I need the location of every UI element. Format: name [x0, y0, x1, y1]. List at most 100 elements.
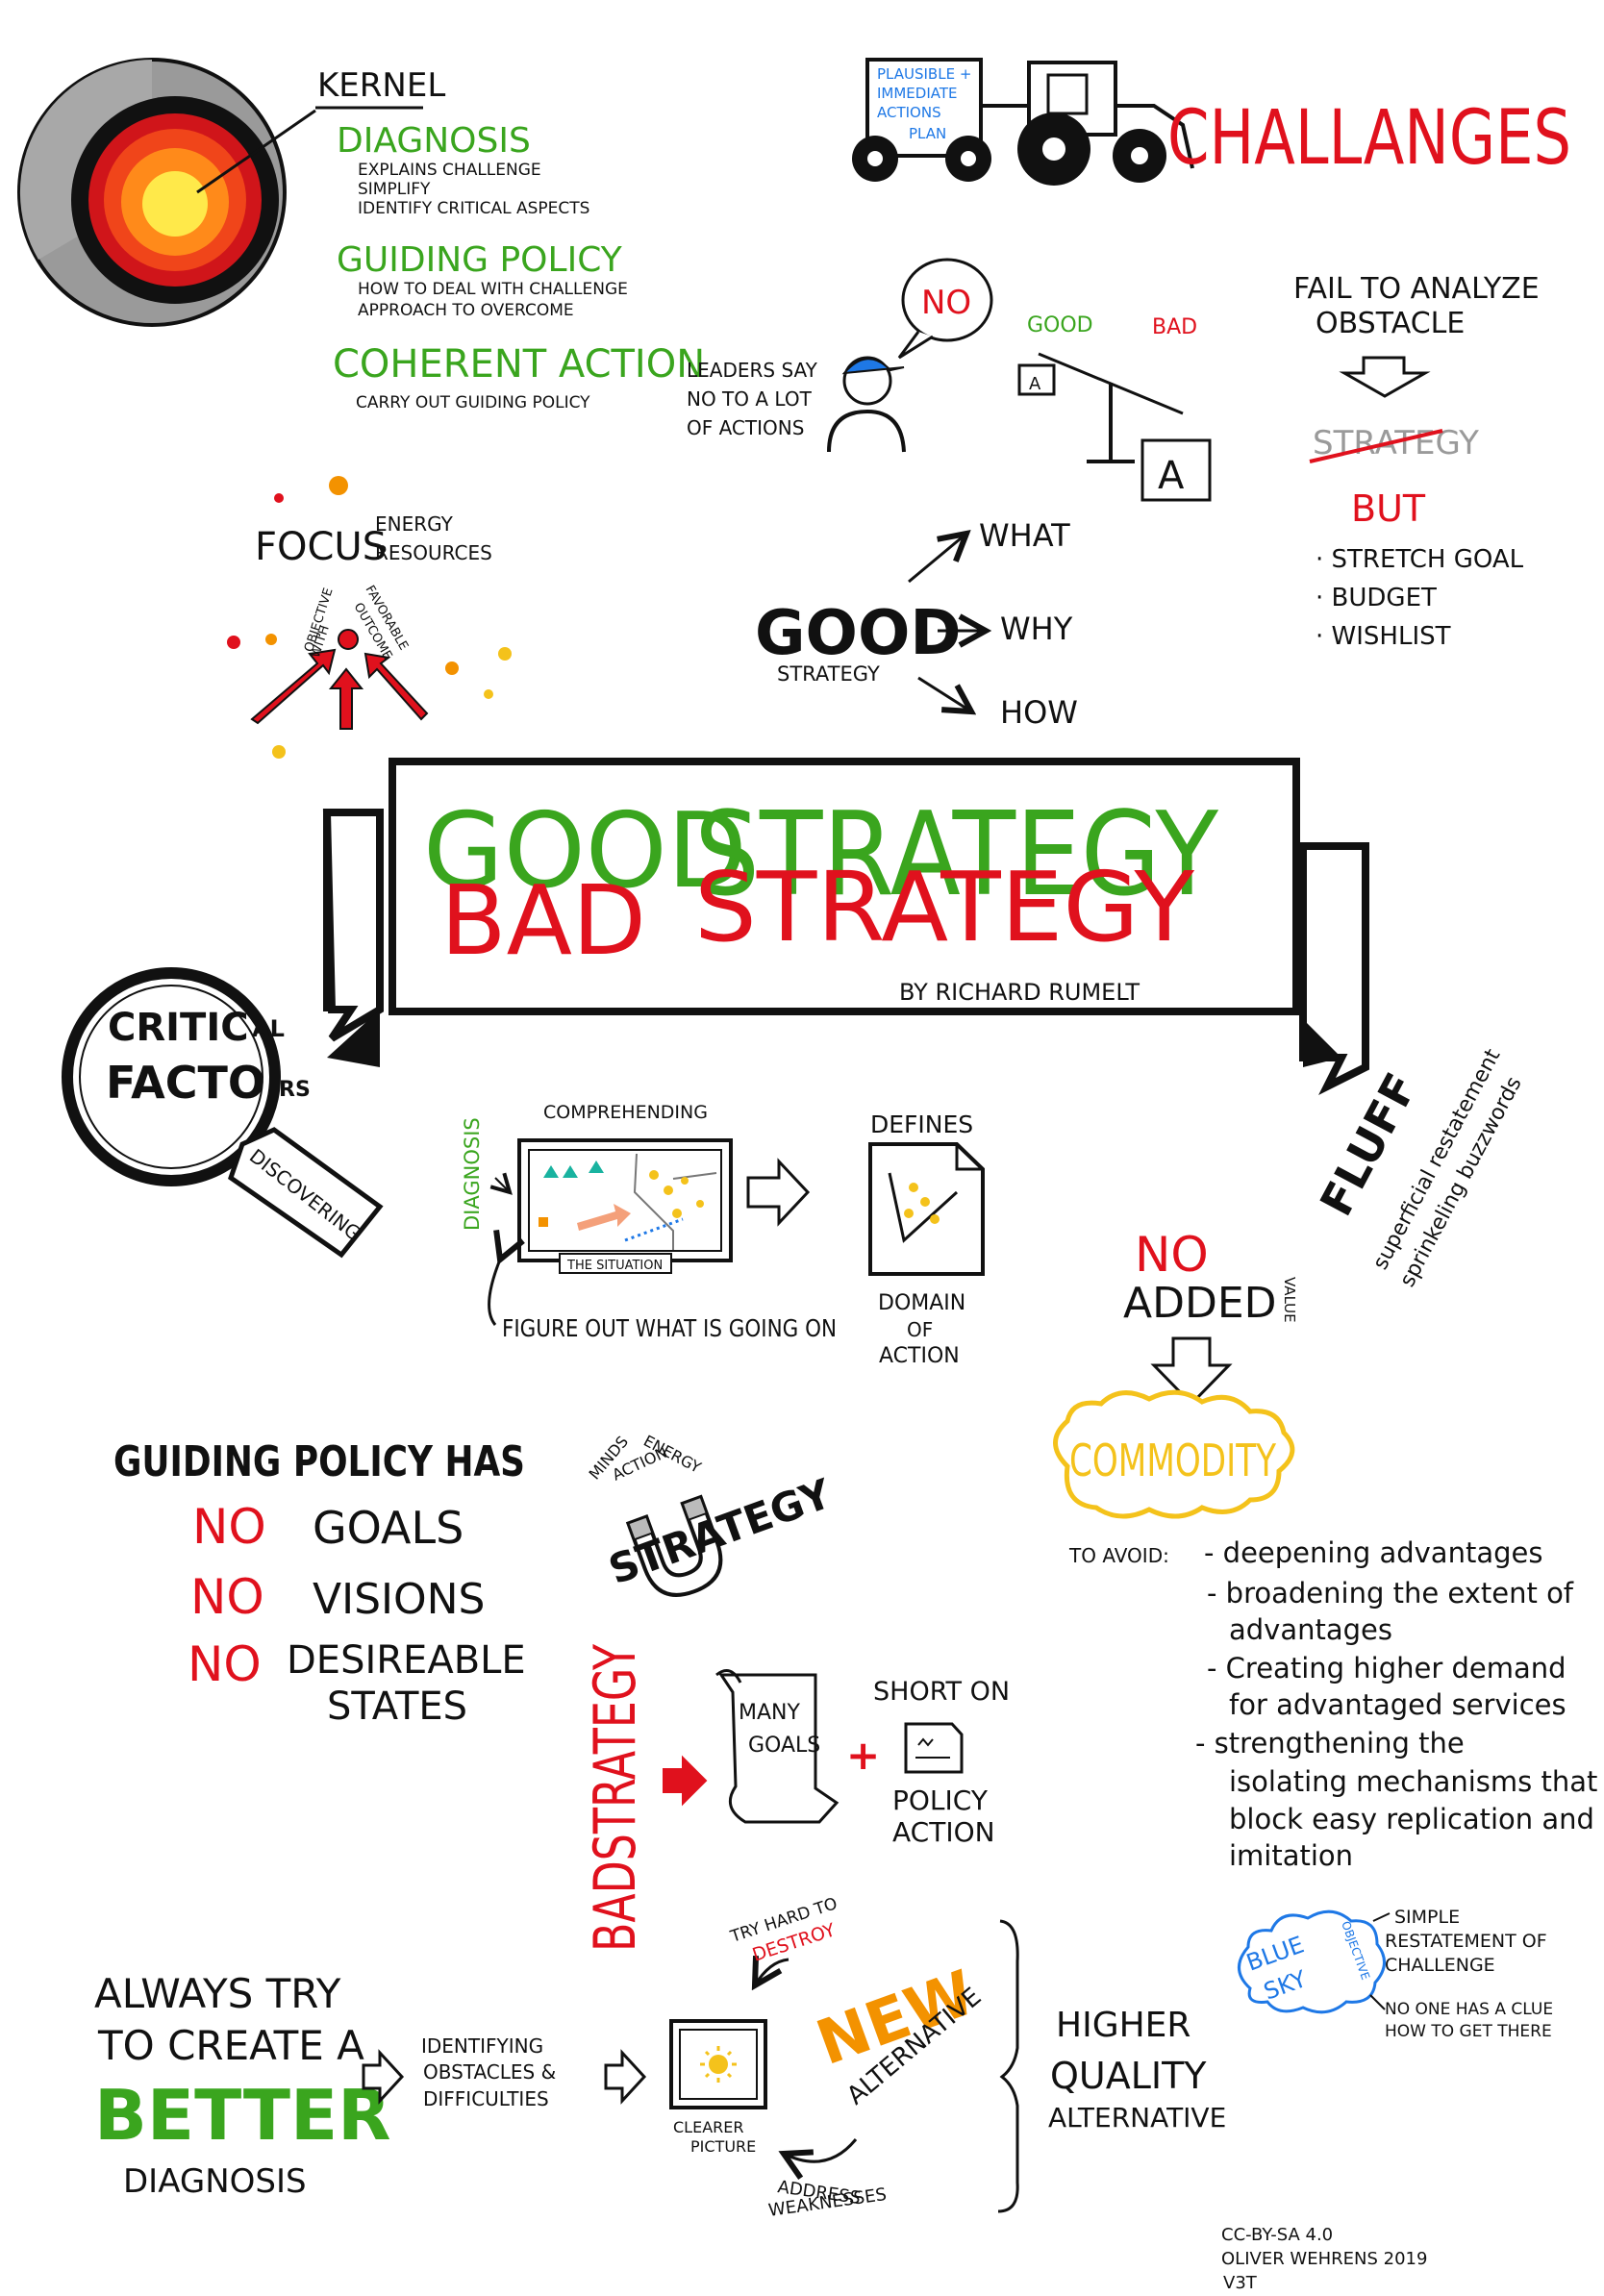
- avoid-item-3: advantages: [1229, 1613, 1392, 1646]
- kernel-title: KERNEL: [317, 66, 445, 105]
- avoid-item-7: isolating mechanisms that: [1229, 1765, 1597, 1798]
- higher-line: HIGHER: [1056, 2006, 1190, 2045]
- fail-line-1: FAIL TO ANALYZE: [1293, 272, 1540, 306]
- comprehending-label: COMPREHENDING: [543, 1102, 708, 1123]
- blue-sky-e: HOW TO GET THERE: [1385, 2022, 1552, 2041]
- action-label: ACTION: [892, 1816, 995, 1848]
- no-added-no: NO: [1135, 1227, 1209, 1283]
- desireable-text: DESIREABLE: [287, 1638, 526, 1683]
- right-arrow-icon: [604, 2049, 647, 2105]
- blue-sky-b: RESTATEMENT OF: [1385, 1931, 1547, 1952]
- down-arrow-icon: [1150, 1336, 1233, 1407]
- situation-label: THE SITUATION: [566, 1259, 663, 1273]
- identify-line-1: IDENTIFYING: [421, 2034, 543, 2058]
- avoid-item-4: - Creating higher demand: [1207, 1652, 1566, 1685]
- coherent-action-line-1: CARRY OUT GUIDING POLICY: [356, 393, 590, 412]
- avoid-item-8: block easy replication and: [1229, 1803, 1594, 1835]
- domain-document-icon: [868, 1142, 985, 1276]
- focus-energy: ENERGY: [375, 512, 454, 536]
- fail-line-2: OBSTACLE: [1316, 307, 1465, 340]
- leaders-line-2: NO TO A LOT: [687, 387, 813, 411]
- commodity-cloud-icon: [1053, 1389, 1295, 1519]
- domain-line-3: ACTION: [879, 1344, 960, 1368]
- scale-good-label: GOOD: [1027, 313, 1093, 337]
- blue-sky-c: CHALLENGE: [1385, 1955, 1495, 1976]
- scroll-goals: GOALS: [748, 1734, 820, 1758]
- fail-item-1: · STRETCH GOAL: [1316, 545, 1524, 574]
- truck-line-3: ACTIONS: [877, 104, 941, 121]
- domain-line-1: DOMAIN: [878, 1291, 965, 1315]
- guiding-policy-heading: GUIDING POLICY: [337, 240, 623, 280]
- no-added-value: VALUE: [1281, 1277, 1298, 1323]
- factors-part-2: RS: [279, 1078, 311, 1102]
- coherent-action-heading: COHERENT ACTION: [333, 342, 705, 387]
- focus-target-graphic: [227, 476, 512, 759]
- critical-part-2: AL: [252, 1015, 285, 1042]
- leaders-line-3: OF ACTIONS: [687, 416, 804, 439]
- factors-part-1: FACTO: [106, 1057, 265, 1109]
- leader-person-icon: [827, 356, 906, 453]
- truck-line-4: PLAN: [909, 125, 946, 142]
- to-avoid-label: TO AVOID:: [1068, 1544, 1169, 1567]
- red-arrow-icon: [663, 1755, 708, 1807]
- credit-version: V3T: [1223, 2273, 1258, 2293]
- goals-text: GOALS: [313, 1502, 464, 1554]
- identify-line-3: DIFFICULTIES: [423, 2087, 549, 2110]
- right-arrow-icon: [746, 1158, 811, 1227]
- bad-strategy-vertical: BADSTRATEGY: [582, 1644, 649, 1952]
- better-line-2: TO CREATE A: [97, 2022, 364, 2069]
- situation-map-frame: [517, 1138, 733, 1274]
- tractor-icon: [852, 58, 1194, 186]
- defines-label: DEFINES: [870, 1111, 973, 1138]
- no-row-3: NO: [188, 1636, 262, 1692]
- title-banner: [322, 758, 1369, 1095]
- critical-part-1: CRITIC: [108, 1006, 249, 1050]
- banner-author: BY RICHARD RUMELT: [899, 979, 1140, 1006]
- banner-strategy-red: STRATEGY: [694, 851, 1195, 963]
- clearer-picture-frame: [669, 2019, 767, 2109]
- avoid-item-5: for advantaged services: [1229, 1688, 1566, 1721]
- diagnosis-line-3: IDENTIFY CRITICAL ASPECTS: [358, 199, 589, 218]
- banner-strategy-green: STRATEGY: [694, 788, 1219, 922]
- diagnosis-line-2: SIMPLIFY: [358, 180, 431, 199]
- blue-sky-d: NO ONE HAS A CLUE: [1385, 2000, 1553, 2019]
- small-box-a: A: [1029, 374, 1041, 394]
- better-diagnosis: DIAGNOSIS: [123, 2162, 307, 2201]
- no-row-1: NO: [192, 1499, 266, 1555]
- fail-item-2: · BUDGET: [1316, 584, 1437, 612]
- plus-sign: +: [846, 1732, 880, 1779]
- curly-brace: [997, 1919, 1019, 2213]
- scale-bad-label: BAD: [1152, 315, 1197, 339]
- fail-item-3: · WISHLIST: [1316, 622, 1451, 651]
- diagnosis-line-1: EXPLAINS CHALLENGE: [358, 161, 541, 180]
- policy-label: POLICY: [892, 1784, 989, 1816]
- credit-license: CC-BY-SA 4.0: [1221, 2225, 1333, 2245]
- magnifier-icon: [62, 967, 384, 1259]
- commodity-label: COMMODITY: [1069, 1435, 1277, 1486]
- branch-what: WHAT: [979, 517, 1070, 554]
- truck-line-2: IMMEDIATE: [877, 85, 958, 102]
- avoid-item-1: - deepening advantages: [1204, 1536, 1542, 1569]
- diagnosis-side-label: DIAGNOSIS: [461, 1117, 484, 1231]
- focus-resources: RESOURCES: [375, 541, 492, 564]
- good-strategy-big: GOOD: [755, 598, 961, 669]
- branch-how: HOW: [1000, 694, 1078, 731]
- states-text: STATES: [327, 1685, 467, 1729]
- diagnosis-heading: DIAGNOSIS: [337, 121, 531, 161]
- but-label: BUT: [1351, 487, 1426, 530]
- no-added-added: ADDED: [1123, 1279, 1277, 1328]
- picture-line: PICTURE: [690, 2137, 756, 2156]
- avoid-item-6: - strengthening the: [1195, 1727, 1465, 1759]
- domain-line-2: OF: [907, 1318, 933, 1341]
- good-strategy-small: STRATEGY: [777, 662, 880, 686]
- avoid-item-2: - broadening the extent of: [1207, 1577, 1574, 1610]
- clearer-line: CLEARER: [673, 2118, 743, 2136]
- bubble-no: NO: [921, 284, 971, 322]
- speech-bubble: [897, 258, 993, 360]
- focus-word: FOCUS: [255, 525, 387, 569]
- no-row-2: NO: [190, 1569, 264, 1625]
- balance-scale-icon: [1017, 352, 1212, 502]
- kernel-planet-graphic: [17, 58, 316, 327]
- banner-bad: BAD: [440, 864, 646, 977]
